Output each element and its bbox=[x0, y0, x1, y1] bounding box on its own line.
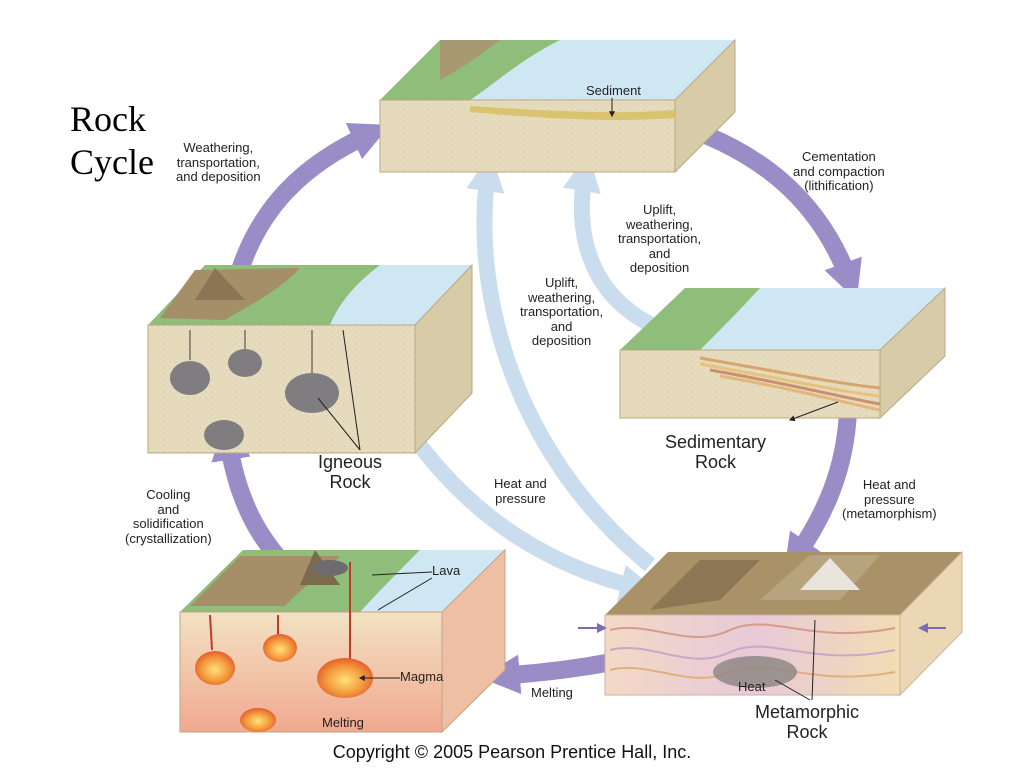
weathering-arrow bbox=[231, 122, 391, 273]
cooling-label: Cooling and solidification (crystallizat… bbox=[125, 487, 212, 546]
uplift-label-left: Uplift, weathering, transportation, and … bbox=[520, 275, 604, 349]
igneous-block bbox=[147, 263, 473, 455]
melting-arrow bbox=[480, 653, 614, 695]
uplift-arrow-left bbox=[466, 152, 656, 572]
weathering-label: Weathering, transportation, and depositi… bbox=[176, 140, 261, 185]
igneous-rock-label: Igneous Rock bbox=[318, 452, 383, 492]
uplift-label-right: Uplift, weathering, transportation, and … bbox=[618, 202, 702, 276]
sedimentary-rock-label: Sedimentary Rock bbox=[665, 432, 767, 472]
sediment-block bbox=[379, 38, 736, 174]
heat-label: Heat bbox=[738, 679, 766, 694]
sediment-label: Sediment bbox=[586, 83, 641, 98]
melting-bottom-label: Melting bbox=[322, 715, 364, 730]
heat-pressure-arrow-center bbox=[398, 420, 659, 603]
sedimentary-block bbox=[619, 286, 946, 420]
heat-pressure-right-label: Heat and pressure (metamorphism) bbox=[842, 477, 937, 522]
heat-pressure-center-label: Heat and pressure bbox=[494, 476, 547, 506]
metamorphic-rock-label: Metamorphic Rock bbox=[755, 702, 860, 742]
title-line-1: Rock bbox=[70, 99, 146, 139]
metamorphic-block bbox=[578, 550, 963, 697]
cementation-label: Cementation and compaction (lithificatio… bbox=[793, 149, 885, 194]
metamorphism-arrow bbox=[783, 411, 857, 575]
copyright-notice: Copyright © 2005 Pearson Prentice Hall, … bbox=[332, 742, 692, 762]
lava-label: Lava bbox=[432, 563, 461, 578]
title-line-2: Cycle bbox=[70, 142, 154, 183]
magma-block bbox=[179, 548, 506, 734]
melting-arrow-label: Melting bbox=[531, 685, 573, 700]
magma-label: Magma bbox=[400, 669, 444, 684]
page-title: Rock Cycle bbox=[70, 98, 154, 184]
